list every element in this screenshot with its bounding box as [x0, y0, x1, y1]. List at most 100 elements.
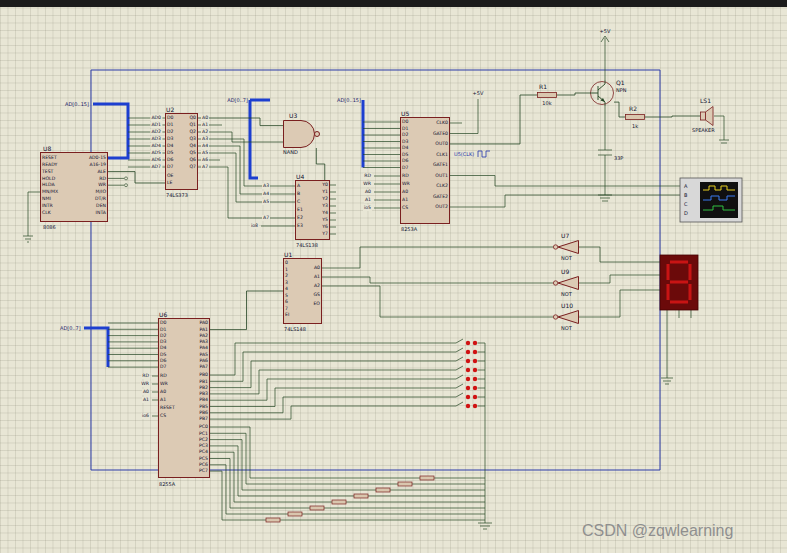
power-label: +5V [600, 28, 611, 34]
part-reference: U9 [561, 268, 569, 275]
pin-label: PC2 [199, 437, 208, 443]
pin-label: Y2 [322, 196, 328, 202]
nand-gate-outline [283, 120, 320, 148]
clock-symbol [478, 151, 490, 157]
resistor-symbol: R1 [537, 92, 557, 98]
pin-label: Q2 [189, 129, 196, 135]
pin-label: D1 [167, 122, 173, 128]
speaker-cone [706, 107, 714, 126]
gate-body [558, 277, 579, 290]
pin-label: PC4 [199, 449, 208, 455]
pin-label: Q6 [189, 157, 196, 163]
part-value: 74LS138 [296, 242, 318, 248]
wire-connector [645, 116, 700, 117]
pin-label: PA3 [199, 339, 208, 345]
inversion-bubble [553, 245, 557, 249]
pin-label: A3 [201, 136, 209, 142]
not-gate-outline [553, 310, 579, 324]
pin-label: INTA [96, 210, 106, 216]
pin-label: CS [160, 413, 166, 419]
pin-label: D2 [402, 132, 408, 138]
pin-label: Y7 [322, 231, 328, 237]
pin-label: D3 [167, 136, 173, 142]
pin-label: io6 [141, 413, 150, 419]
pin-label: PC3 [199, 443, 208, 449]
pin-label: AD2 [150, 129, 162, 135]
pin-label: INTR [42, 203, 53, 209]
pin-label: A4 [201, 143, 209, 149]
part-value: NOT [561, 325, 572, 331]
pin-label: Y3 [322, 203, 328, 209]
pin-label: E2 [297, 215, 303, 221]
part-reference: Q1 [616, 79, 625, 86]
pin-label: RD [99, 176, 106, 182]
part-value: 8253A [401, 226, 417, 232]
pin-label: D2 [167, 129, 173, 135]
pin-label: AD7 [150, 164, 162, 170]
resistor-symbol-outline [537, 92, 557, 98]
pin-label: PA4 [199, 345, 208, 351]
pin-label: GATE1 [433, 162, 448, 168]
emitter-arrow [601, 98, 606, 102]
pin-label: GS [314, 292, 320, 298]
gate-body [558, 241, 579, 254]
transistor-symbol: Q1NPN [590, 80, 614, 106]
bus-lines [84, 100, 363, 367]
inversion-bubble [553, 315, 557, 319]
component-value: 33P [614, 155, 623, 161]
pin-label: AD6 [150, 157, 162, 163]
pin-label: A0 [364, 189, 372, 195]
pin-label: A [297, 183, 300, 189]
inversion-bubble [553, 281, 557, 285]
pin-label: D5 [160, 352, 166, 358]
pin-label: PB7 [199, 416, 208, 422]
pin-label: Q1 [189, 122, 196, 128]
pin-label: D4 [402, 145, 408, 151]
pin-label: RD [402, 173, 409, 179]
wire-connector [316, 148, 324, 180]
not-gate: U7NOT [553, 240, 579, 254]
pin-label: RESET [42, 155, 57, 161]
part-reference: U3 [289, 112, 297, 119]
pin-label: AD5 [150, 150, 162, 156]
pin-label: AD0-15 [89, 155, 106, 161]
part-value: 74LS373 [166, 192, 188, 198]
pin-label: A0 [402, 189, 408, 195]
pin-label: OUT2 [435, 204, 448, 210]
wires [23, 36, 729, 529]
pin-label: RD [160, 373, 167, 379]
pin-label: RESET [160, 405, 175, 411]
pin-label: A2 [201, 129, 209, 135]
channel-label: D [684, 210, 688, 216]
pin-label: CLK0 [436, 120, 448, 126]
pin-label: A7 [262, 215, 270, 221]
pin-label: A1 [402, 197, 408, 203]
pin-label: D0 [402, 119, 408, 125]
channel-label: A [684, 183, 687, 189]
component-value: 10k [542, 100, 551, 106]
pin-label: PC5 [199, 456, 208, 462]
pin-label: PA5 [199, 352, 208, 358]
component-value: 1k [632, 123, 638, 129]
pin-label: Y5 [322, 217, 328, 223]
pin-label: HLDA [42, 182, 55, 188]
pin-label: LE [167, 180, 172, 186]
pin-label: PC1 [199, 431, 208, 437]
pin-label: D5 [167, 150, 173, 156]
pin-label: PB3 [199, 391, 208, 397]
pin-label: D1 [160, 327, 166, 333]
not-gate: U10NOT [553, 310, 579, 324]
pin-label: 1 [285, 267, 288, 273]
power-label: +5V [473, 90, 484, 96]
pin-label: 6 [285, 299, 288, 305]
pin-label: AD1 [150, 122, 162, 128]
pin-label: GATE0 [433, 131, 448, 137]
pin-label: D7 [402, 165, 408, 171]
pin-label: D4 [167, 143, 173, 149]
pin-label: D3 [160, 339, 166, 345]
part-reference: U8 [43, 145, 51, 152]
wire-connector [557, 93, 590, 95]
part-reference: U6 [159, 311, 167, 318]
